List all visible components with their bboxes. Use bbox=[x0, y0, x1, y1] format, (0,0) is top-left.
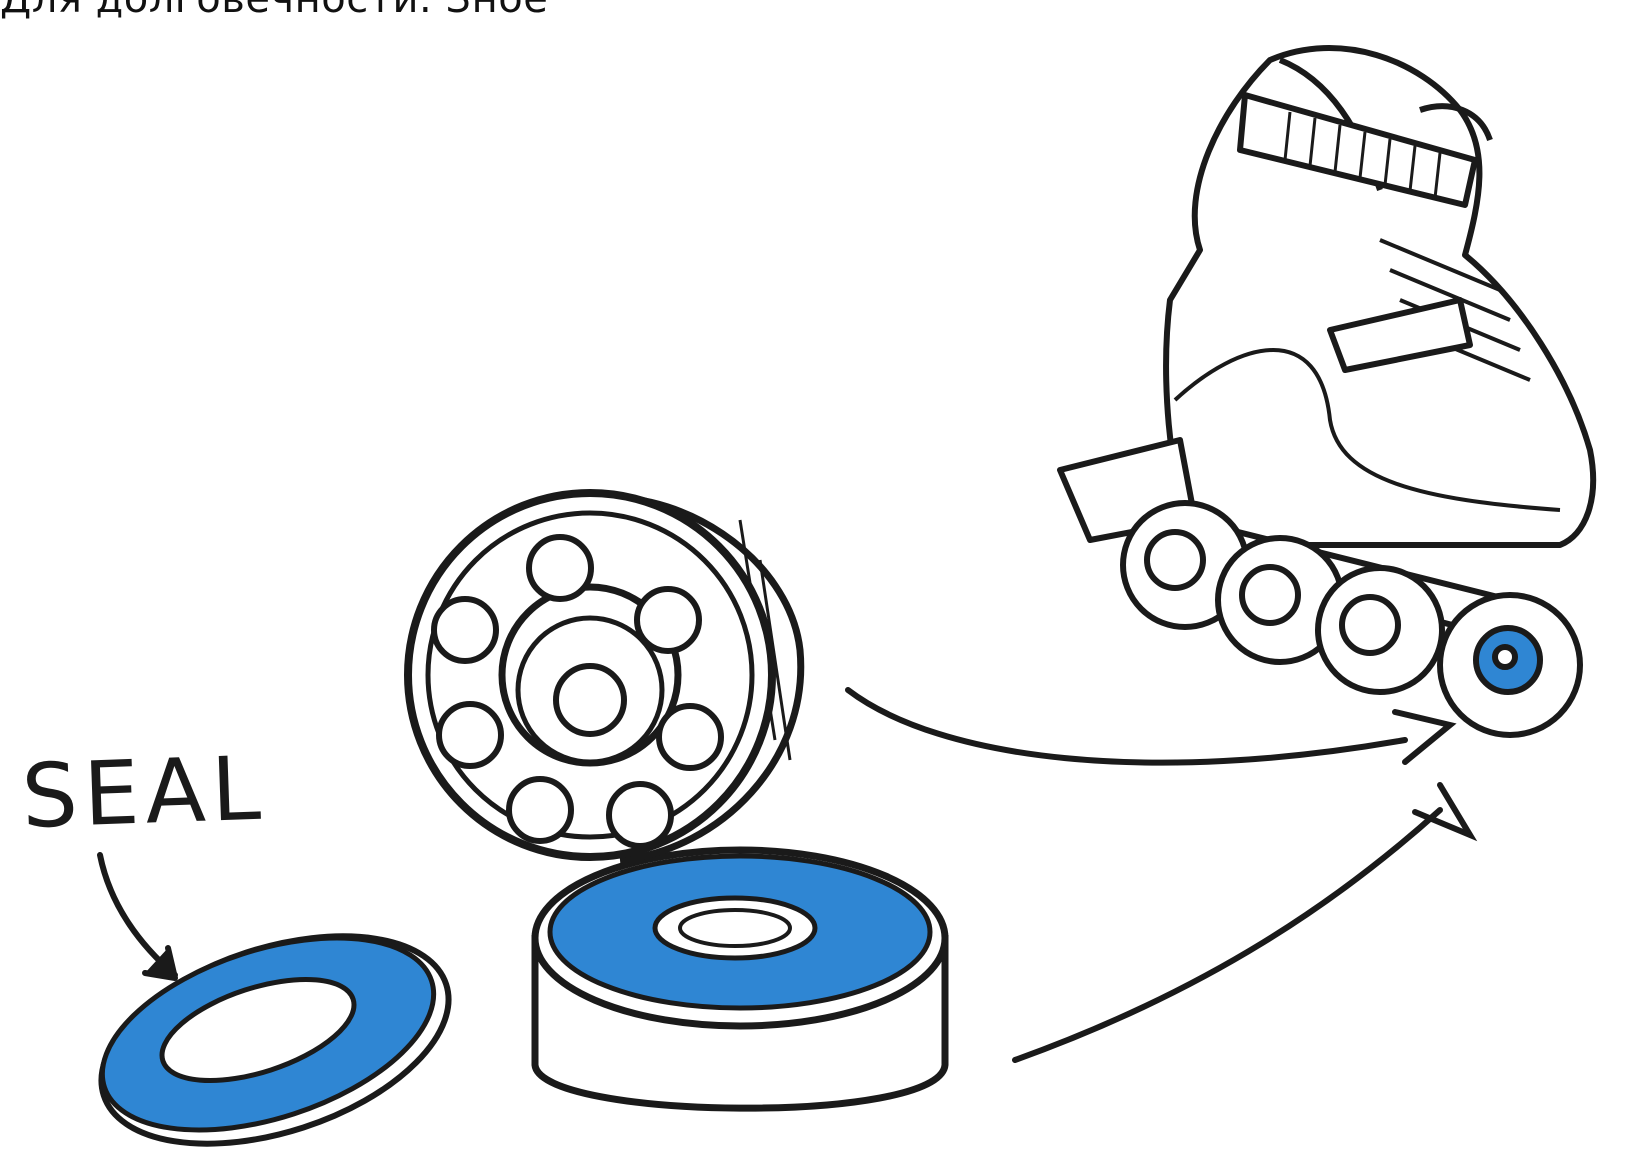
seal-pointer-arrow bbox=[100, 855, 175, 978]
ball-bearing bbox=[408, 493, 801, 860]
sealed-bearing bbox=[535, 850, 945, 1108]
inline-skate bbox=[1060, 48, 1593, 735]
